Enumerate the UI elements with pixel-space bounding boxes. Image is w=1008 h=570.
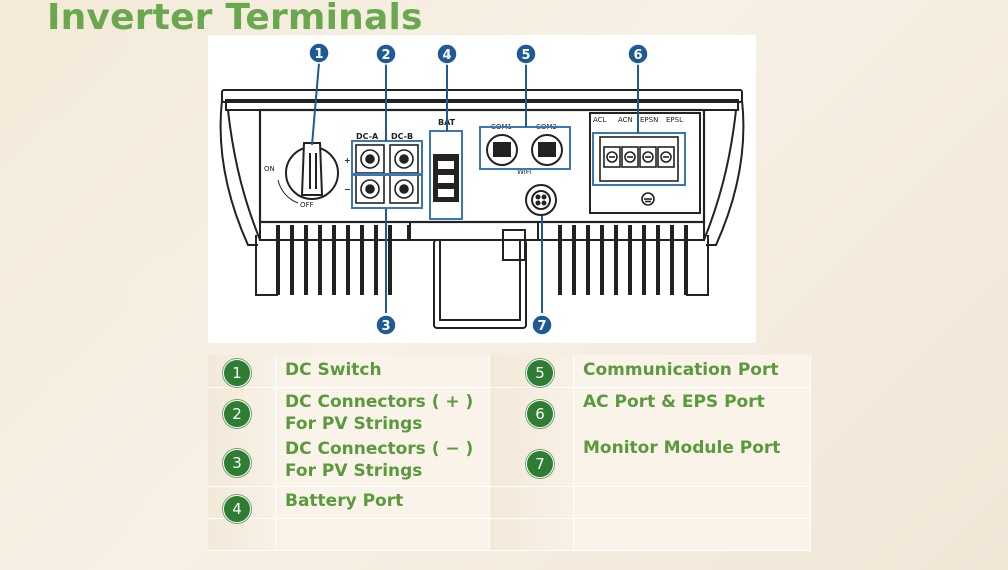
legend-badge-4: 4 [223, 495, 251, 523]
ac-terminal-box [589, 112, 701, 214]
marker-3-text: 3 [381, 319, 390, 334]
legend-cell [574, 519, 811, 551]
legend-cell [208, 519, 276, 551]
legend-badge-6: 6 [526, 400, 554, 428]
marker-6: 6 [627, 43, 649, 65]
marker-2-text: 2 [381, 48, 390, 63]
ac-label-1: ACL [593, 116, 607, 124]
legend-cell [574, 355, 811, 388]
legend-label-2b: For PV Strings [285, 414, 423, 434]
monitor-port [525, 184, 557, 216]
heatsink-fins [276, 225, 688, 295]
dc-negative-highlight [351, 174, 423, 209]
inverter-drawing: ON OFF DC-A DC-B + − BAT COM1 COM2 WiFi [219, 42, 745, 336]
ac-label-2: ACN [618, 116, 633, 124]
inverter-housing [219, 89, 745, 329]
legend-cell [276, 355, 490, 388]
marker-1: 1 [308, 42, 330, 64]
legend-label-2: DC Connectors ( + ) [285, 392, 474, 412]
marker-3: 3 [375, 314, 397, 336]
legend-badge-2: 2 [223, 400, 251, 428]
dc-connectors [355, 144, 419, 204]
marker-4: 4 [436, 43, 458, 65]
dc-switch [277, 142, 339, 204]
dc-b-label: DC-B [391, 132, 413, 141]
marker-7: 7 [531, 314, 553, 336]
legend-badge-7: 7 [526, 450, 554, 478]
marker-5: 5 [515, 43, 537, 65]
legend-table: 1 DC Switch 2 DC Connectors ( + ) For PV… [208, 355, 811, 551]
legend-label-4: Battery Port [285, 491, 404, 511]
legend-label-1: DC Switch [285, 360, 382, 380]
page-title: Inverter Terminals [47, 0, 423, 38]
marker-4-text: 4 [442, 48, 451, 63]
dc-a-label: DC-A [356, 132, 379, 141]
legend-badge-3: 3 [223, 449, 251, 477]
legend-cell [276, 519, 490, 551]
legend-cell [574, 487, 811, 519]
legend-label-6: AC Port & EPS Port [583, 392, 765, 412]
legend-badge-1: 1 [223, 359, 251, 387]
plus-label: + [344, 156, 351, 165]
marker-6-text: 6 [633, 48, 642, 63]
marker-2: 2 [375, 43, 397, 65]
wifi-label: WiFi [517, 168, 531, 176]
legend-label-3b: For PV Strings [285, 461, 423, 481]
com-ports [486, 134, 563, 166]
legend-label-7: Monitor Module Port [583, 438, 781, 458]
legend-label-5: Communication Port [583, 360, 779, 380]
minus-label: − [344, 185, 351, 194]
leader-lines [311, 62, 639, 313]
legend-cell [490, 519, 574, 551]
marker-7-text: 7 [537, 319, 546, 334]
legend-cell [574, 388, 811, 487]
ac-label-3: EPSN [640, 116, 658, 124]
legend-cell [276, 388, 490, 487]
switch-on-label: ON [264, 165, 275, 173]
inverter-diagram: ON OFF DC-A DC-B + − BAT COM1 COM2 WiFi [208, 35, 756, 343]
legend-cell [490, 487, 574, 519]
legend-badge-5: 5 [526, 359, 554, 387]
battery-port [429, 130, 463, 220]
switch-off-label: OFF [300, 201, 314, 209]
marker-5-text: 5 [521, 48, 530, 63]
legend-label-3: DC Connectors ( − ) [285, 439, 474, 459]
ac-terminal [599, 136, 679, 206]
marker-1-text: 1 [314, 47, 323, 62]
legend-cell [276, 487, 490, 519]
ac-label-4: EPSL [666, 116, 683, 124]
